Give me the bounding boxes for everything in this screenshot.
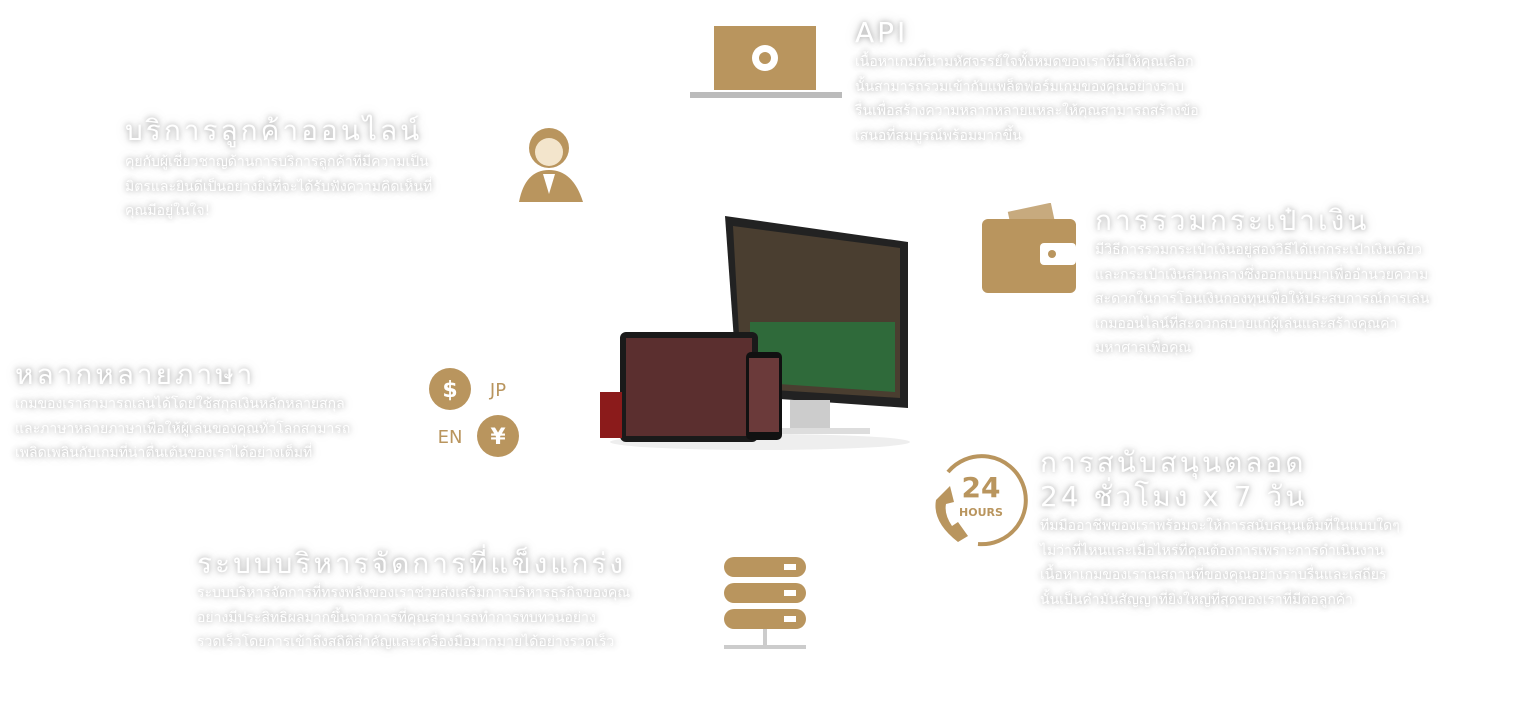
dollar-badge: $ [442, 378, 457, 403]
desc-line: รื่นเพื่อสร้างความหลากหลายแหละให้คุณสามา… [855, 103, 1199, 119]
feature-title: การสนับสนุนตลอด [1040, 446, 1307, 479]
feature-24h-support: การสนับสนุนตลอด 24 ชั่วโมง x 7 วัน ทีมมื… [1040, 446, 1400, 612]
desc-line: ระบบบริหารจัดการที่ทรงพลังของเราช่วยส่งเ… [197, 585, 631, 601]
desc-line: และกระเป๋าเงินส่วนกลางซึ่งออกแบบมาเพื่ออ… [1095, 266, 1429, 283]
feature-customer-service: บริการลูกค้าออนไลน์ คุยกับผู้เชี่ยวชาญด้… [125, 114, 432, 224]
hours-number: 24 [961, 471, 1001, 504]
jp-badge: JP [489, 380, 506, 401]
laptop-gear-icon [690, 26, 842, 98]
feature-title: หลากหลายภาษา [15, 358, 256, 391]
desc-line: คุยกับผู้เชี่ยวชาญด้านการบริการลูกค้าที่… [125, 154, 429, 170]
yen-badge: ¥ [490, 425, 506, 450]
desc-line: มหาศาลเพื่อคุณ [1095, 340, 1192, 356]
headset-agent-icon [519, 128, 583, 202]
feature-api: API เนื้อหาเกมที่น่ามหัศจรรย์ใจทั้งหมดขอ… [855, 16, 1275, 148]
currency-language-icon: $ JP EN ¥ [428, 368, 524, 458]
desc-line: มิตรและยินดีเป็นอย่างยิ่งที่จะได้รับฟังค… [125, 178, 433, 195]
desc-line: สะดวกในการโอนเงินกองทุนเพื่อให้ประสบการณ… [1095, 291, 1430, 307]
desc-line: เกมออนไลน์ที่สะดวกสบายแก่ผู้เล่นและสร้าง… [1095, 315, 1398, 332]
24-hours-support-icon: 24 HOURS [928, 452, 1028, 548]
feature-title: บริการลูกค้าออนไลน์ [125, 114, 423, 147]
wallet-icon [982, 203, 1076, 293]
feature-title: การรวมกระเป๋าเงิน [1095, 204, 1370, 237]
desc-line: เสนอที่สมบูรณ์พร้อมมากขึ้น [855, 127, 1022, 144]
feature-title: API [855, 16, 909, 49]
desc-line: คุณมีอยู่ในใจ! [125, 203, 211, 219]
feature-management: ระบบบริหารจัดการที่แข็งแกร่ง ระบบบริหารจ… [197, 547, 630, 655]
desc-line: มีวิธีการรวมกระเป๋าเงินอยู่สองวิธีได้แก่… [1095, 242, 1422, 258]
hours-label: HOURS [959, 506, 1003, 519]
server-icon [724, 557, 806, 649]
desc-line: อย่างมีประสิทธิผลมากขึ้นจากการที่คุณสามา… [197, 609, 596, 626]
en-badge: EN [438, 427, 463, 448]
feature-wallet: การรวมกระเป๋าเงิน มีวิธีการรวมกระเป๋าเงิ… [1095, 204, 1429, 361]
desc-line: นั้นสามารถรวมเข้ากับแพล็ตฟอร์มเกมของคุณอ… [855, 78, 1185, 95]
desc-line: รวดเร็วโดยการเข้าถึงสถิติสำคัญและเครื่อง… [197, 634, 615, 650]
desc-line: นั้นเป็นคำมั่นสัญญาที่ยิ่งใหญ่ที่สุดของเ… [1040, 591, 1354, 608]
desc-line: เนื้อหาเกมของเราณสถานที่ของคุณอย่างราบรื… [1040, 567, 1387, 583]
desc-line: เนื้อหาเกมที่น่ามหัศจรรย์ใจทั้งหมดของเรา… [855, 54, 1194, 70]
desc-line: ทีมมืออาชีพของเราพร้อมจะให้การสนับสนุนเต… [1040, 518, 1400, 534]
casino-devices-image [600, 216, 910, 450]
desc-line: ไม่ว่าที่ไหนและเมื่อไหร่ที่คุณต้องการเพร… [1040, 542, 1385, 559]
desc-line: เกมของเราสามารถเล่นได้โดยใช้สกุลเงินหลัก… [15, 396, 345, 412]
feature-title: ระบบบริหารจัดการที่แข็งแกร่ง [197, 547, 626, 580]
feature-title-line2: 24 ชั่วโมง x 7 วัน [1040, 480, 1308, 513]
desc-line: เพลิดเพลินกับเกมที่น่าตื่นเต้นของเราได้อ… [15, 445, 313, 461]
desc-line: และภาษาหลายภาษาเพื่อให้ผู้เล่นของคุณทั่ว… [15, 420, 351, 437]
feature-languages: หลากหลายภาษา เกมของเราสามารถเล่นได้โดยใช… [15, 358, 350, 466]
